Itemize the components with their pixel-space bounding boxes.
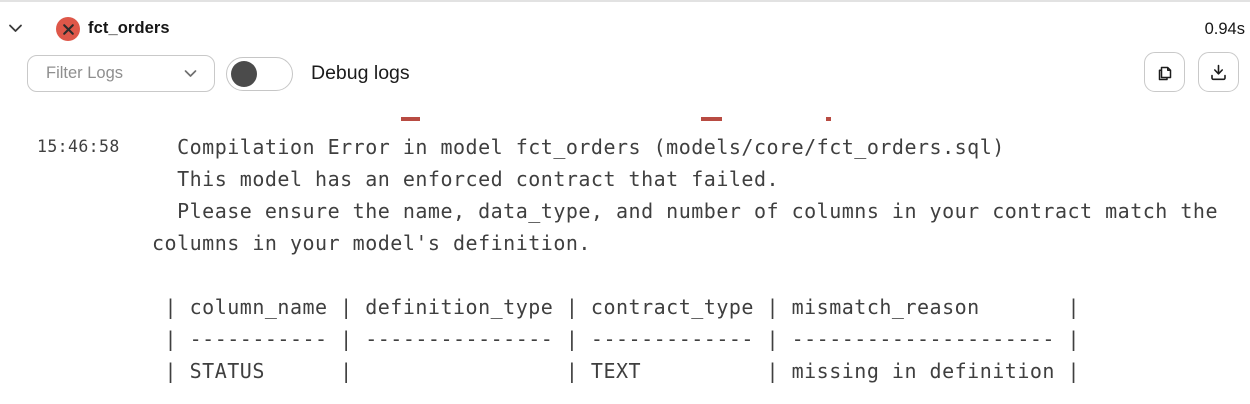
clipped-red-text-mark bbox=[826, 116, 831, 121]
log-message-text: Compilation Error in model fct_orders (m… bbox=[152, 135, 1218, 383]
collapse-chevron-icon[interactable] bbox=[6, 19, 24, 37]
filter-logs-label: Filter Logs bbox=[46, 64, 124, 82]
copy-icon bbox=[1158, 66, 1171, 80]
toggle-knob bbox=[231, 61, 257, 87]
filter-logs-dropdown[interactable]: Filter Logs bbox=[27, 55, 215, 92]
chevron-down-icon bbox=[184, 70, 197, 77]
clipped-red-text-mark bbox=[401, 117, 420, 121]
model-name: fct_orders bbox=[88, 19, 170, 37]
download-icon bbox=[1211, 64, 1226, 80]
error-status-icon bbox=[56, 17, 80, 41]
debug-logs-toggle[interactable] bbox=[226, 57, 293, 91]
log-output-scroll-area[interactable]: 15:46:58 Compilation Error in model fct_… bbox=[0, 100, 1250, 404]
debug-logs-label: Debug logs bbox=[311, 62, 410, 84]
run-duration: 0.94s bbox=[1204, 20, 1245, 38]
clipped-red-text-mark bbox=[701, 117, 722, 121]
copy-logs-button[interactable] bbox=[1144, 52, 1185, 92]
log-timestamp: 15:46:58 bbox=[37, 137, 120, 156]
x-icon bbox=[62, 23, 74, 35]
chevron-down-icon bbox=[8, 24, 22, 32]
download-logs-button[interactable] bbox=[1198, 52, 1239, 92]
